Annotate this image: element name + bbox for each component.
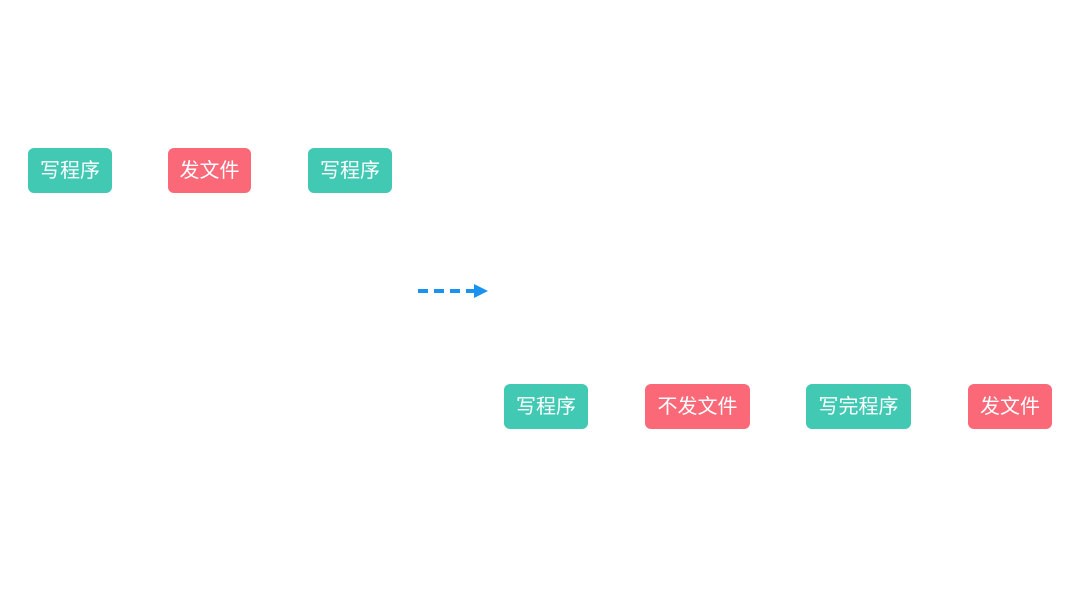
dashed-arrow-right-icon	[418, 284, 488, 298]
after-task-finish-code: 写完程序	[806, 384, 911, 429]
before-task-write-code-2: 写程序	[308, 148, 392, 193]
after-task-write-code: 写程序	[504, 384, 588, 429]
after-task-no-file: 不发文件	[645, 384, 750, 429]
before-task-write-code: 写程序	[28, 148, 112, 193]
after-task-send-file: 发文件	[968, 384, 1052, 429]
before-task-send-file: 发文件	[168, 148, 251, 193]
